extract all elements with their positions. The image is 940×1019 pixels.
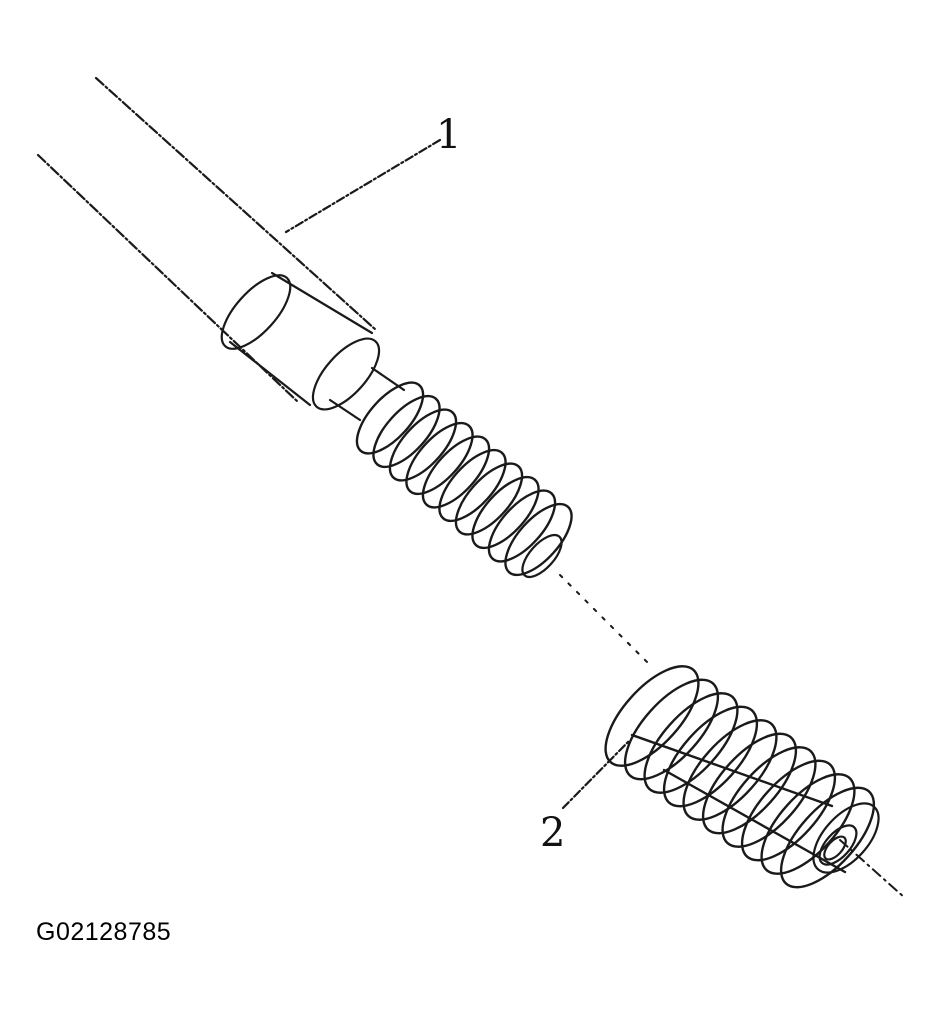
insert-thread-ring xyxy=(721,746,817,848)
stud-thread-ring xyxy=(372,394,441,469)
stud-thread-ring xyxy=(454,462,524,536)
figure-id-code: G02128785 xyxy=(36,918,172,946)
insert-bore xyxy=(812,802,880,874)
insert-thread-ring xyxy=(604,665,700,767)
insert-top-edge xyxy=(630,733,834,808)
stud-tip xyxy=(521,533,563,579)
stud-thread-ring xyxy=(471,475,540,550)
insert-bottom-edge xyxy=(662,768,847,874)
threaded-insert xyxy=(604,665,876,889)
callout-1-label: 1 xyxy=(436,112,461,158)
insert-thread-ring xyxy=(779,786,876,889)
stud-threads xyxy=(355,381,573,577)
callout-2-label: 2 xyxy=(540,810,565,856)
leader-line-2 xyxy=(561,738,632,810)
insert-thread-ring xyxy=(623,678,720,781)
insert-thread-ring xyxy=(643,692,739,794)
insert-thread-ring xyxy=(701,732,798,835)
stud-thread-ring xyxy=(355,381,425,455)
stud-thread-ring xyxy=(504,502,573,577)
stud-thread-ring xyxy=(388,408,458,482)
leader-line-1 xyxy=(284,138,442,234)
assembly-centerline xyxy=(559,574,651,666)
stud-thread-ring xyxy=(438,448,507,523)
insert-thread-ring xyxy=(740,759,837,862)
stud-collar xyxy=(220,271,381,411)
stud-thread-ring xyxy=(421,435,491,509)
insert-thread-ring xyxy=(662,705,759,808)
stud-neck xyxy=(328,366,406,422)
stud-thread-ring xyxy=(487,489,557,563)
insert-thread-ring xyxy=(682,719,778,821)
shaft xyxy=(36,76,378,404)
stud-thread-ring xyxy=(405,421,474,496)
insert-thread-ring xyxy=(760,773,856,875)
